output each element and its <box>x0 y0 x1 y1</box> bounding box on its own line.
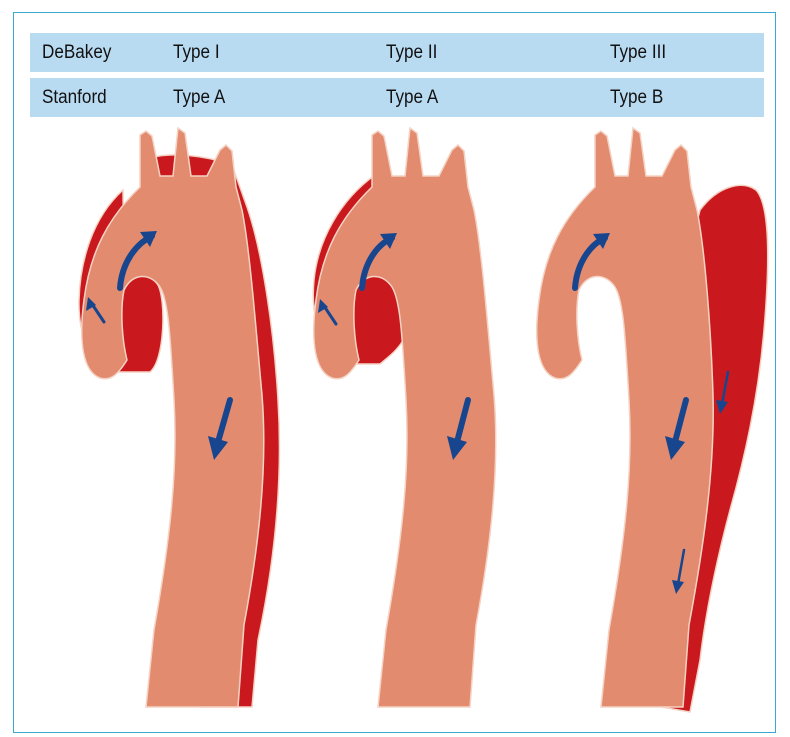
type-3-true-lumen <box>537 128 714 707</box>
type-1-aorta <box>79 128 280 707</box>
type-2-aorta <box>313 128 496 707</box>
type-3-aorta <box>537 128 768 712</box>
